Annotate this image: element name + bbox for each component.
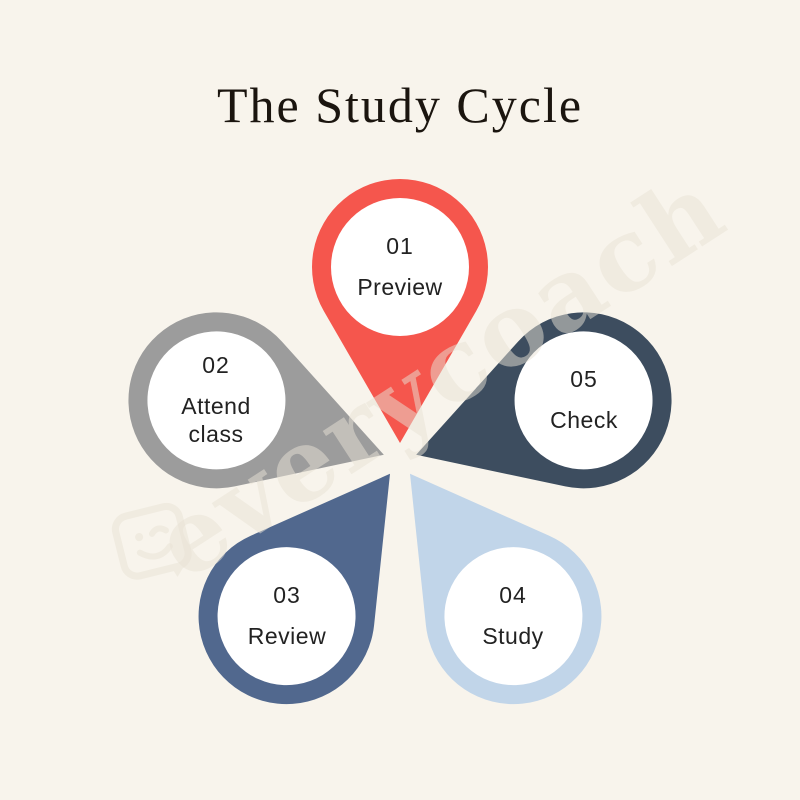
pin-step-03 bbox=[198, 473, 391, 705]
pin-step-04 bbox=[409, 473, 602, 705]
pin-inner-circle-03 bbox=[217, 547, 356, 686]
pin-inner-circle-04 bbox=[444, 547, 583, 686]
pin-inner-circle-02 bbox=[147, 331, 286, 470]
step-title: Review bbox=[247, 622, 327, 649]
step-title: Check bbox=[550, 406, 618, 433]
step-label-02: 02 Attend class bbox=[131, 315, 301, 485]
step-label-03: 03 Review bbox=[202, 531, 372, 701]
pin-step-05 bbox=[416, 312, 672, 489]
step-number: 03 bbox=[273, 581, 301, 608]
pin-step-01 bbox=[312, 178, 489, 443]
step-number: 01 bbox=[386, 232, 414, 259]
pin-inner-circle-05 bbox=[514, 331, 653, 470]
step-number: 05 bbox=[570, 365, 598, 392]
step-number: 04 bbox=[499, 581, 527, 608]
step-label-04: 04 Study bbox=[428, 531, 598, 701]
pin-step-02 bbox=[128, 312, 384, 489]
step-title: Preview bbox=[357, 273, 443, 300]
step-title: Attend class bbox=[181, 392, 251, 447]
page-title: The Study Cycle bbox=[216, 77, 584, 133]
step-label-01: 01 Preview bbox=[315, 182, 485, 352]
step-title: Study bbox=[482, 622, 544, 649]
step-number: 02 bbox=[202, 351, 230, 378]
step-label-05: 05 Check bbox=[499, 315, 669, 485]
pin-inner-circle-01 bbox=[331, 198, 469, 336]
